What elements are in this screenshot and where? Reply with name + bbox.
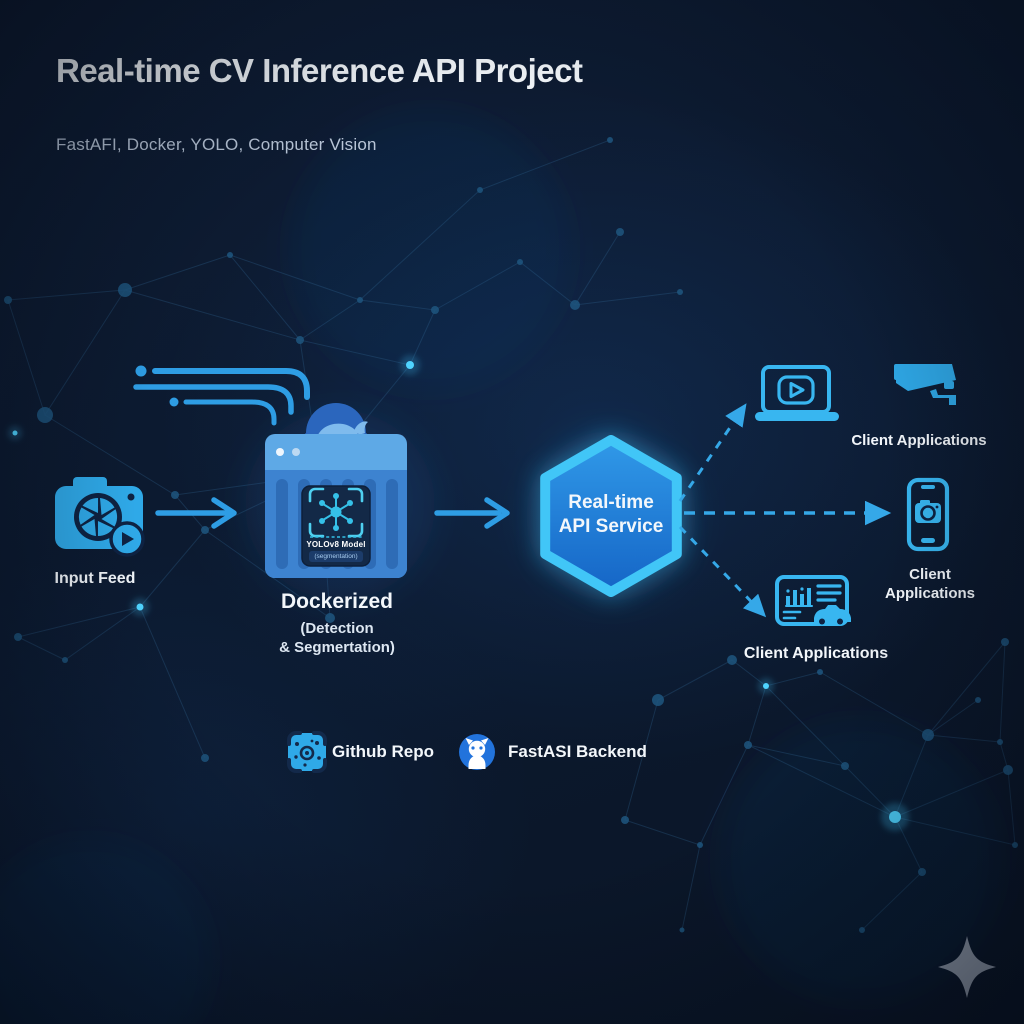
flow-arrow-docker-api (434, 497, 510, 529)
client-middle-label: Client Applications (884, 566, 975, 602)
client-top-label: Client Applications (851, 432, 987, 449)
input-camera-icon (55, 477, 145, 557)
input-feed-label: Input Feed (54, 570, 136, 587)
docker-caption-title: Dockerized (280, 590, 394, 613)
connector-to-laptop (678, 403, 747, 502)
phone-camera-glyph (915, 500, 941, 523)
legend-github-label: Github Repo (332, 742, 434, 761)
flow-arrow-input-docker (155, 497, 237, 529)
api-service-label: Real-time API Service (558, 492, 664, 537)
page-title: Real-time CV Inference API Project (56, 52, 583, 89)
docker-caption-detail: (Detection & Segmertation) (279, 620, 395, 656)
laptop-icon (755, 365, 839, 421)
speed-lines (133, 365, 310, 426)
connector-to-dashboard (678, 525, 767, 618)
page-subtitle: FastAFI, Docker, YOLO, Computer Vision (56, 135, 377, 154)
docker-caption: Dockerized (Detection & Segmertation) (246, 590, 428, 657)
yolo-model-subtitle: (segmentation) (309, 551, 363, 562)
client-bottom-label: Client Applications (743, 645, 889, 662)
smartphone-icon (906, 477, 950, 552)
yolo-model-title: YOLOv8 Model (306, 540, 366, 549)
github-octocat-icon (459, 734, 495, 770)
cctv-camera-icon (894, 364, 956, 405)
legend-fastapi-label: FastASI Backend (508, 742, 647, 761)
model-scan-icon (287, 731, 327, 773)
ambient-glow (0, 110, 1000, 1024)
dashboard-icon (775, 575, 851, 626)
